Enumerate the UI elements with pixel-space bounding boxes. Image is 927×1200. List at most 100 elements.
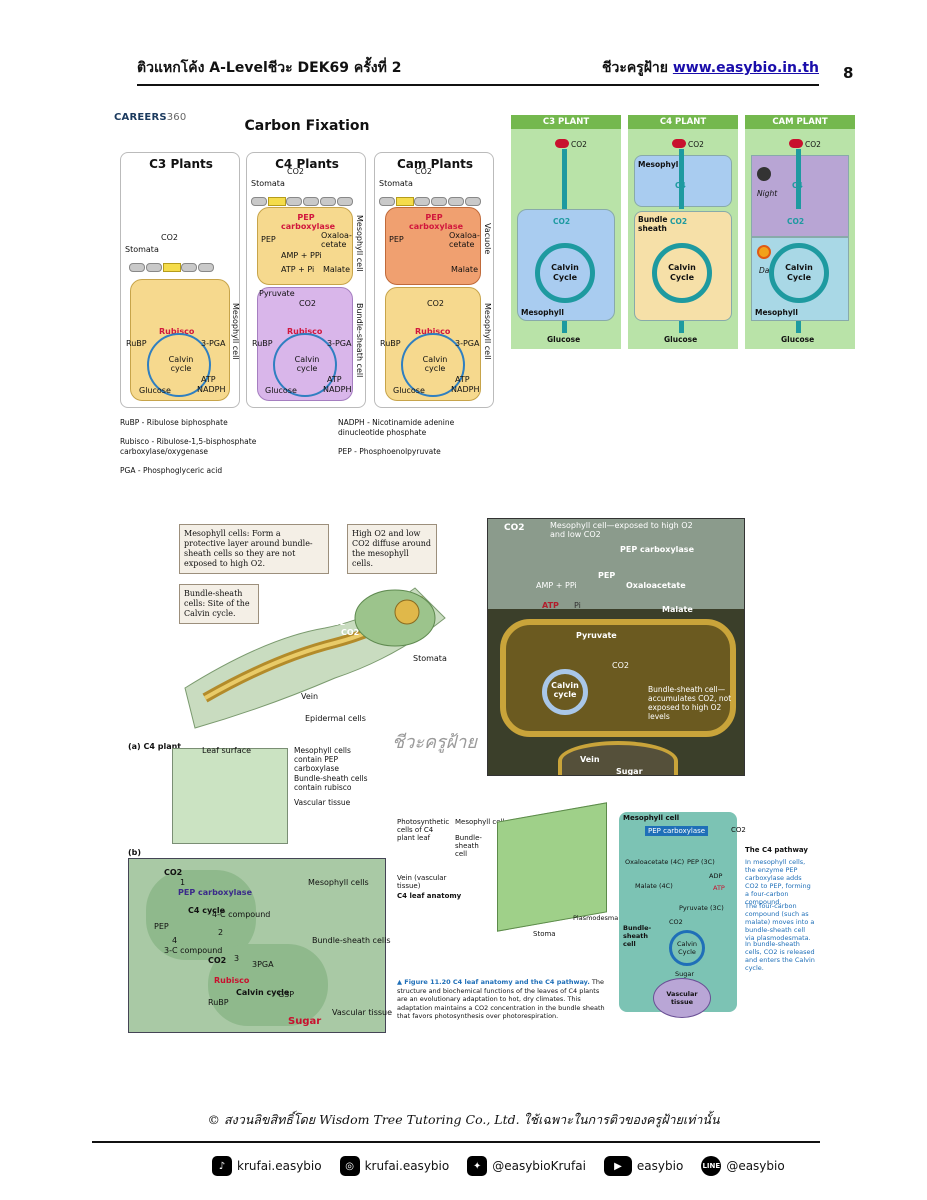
cam-title: Cam Plants (396, 157, 473, 171)
mesophyll-cell (257, 207, 353, 285)
g3p-label: G3P (278, 990, 295, 999)
c4-plant-leaf-section: (a) C4 plant Leaf surface Mesophyll cell… (128, 742, 388, 857)
malate-label: Malate (662, 605, 693, 614)
bundle-sheath-note: Bundle-sheath cells contain rubisco (294, 774, 368, 792)
vacuole-cell (385, 207, 481, 285)
website-link[interactable]: www.easybio.in.th (672, 60, 819, 76)
pga-label: 3-PGA (201, 339, 226, 348)
nadph-label: NADPH (451, 385, 480, 394)
co2-in-label: CO2 (553, 217, 571, 226)
twitter-link[interactable]: ✦@easybioKrufai (467, 1156, 586, 1176)
day-label: Day (759, 266, 774, 275)
pathway-title: The C4 pathway (745, 846, 808, 854)
tiktok-link[interactable]: ♪krufai.easybio (212, 1156, 322, 1176)
step-3-marker: 3 (234, 954, 240, 963)
co2-molecule-icon (555, 139, 569, 148)
diffusion-callout: High O2 and low CO2 diffuse around the m… (347, 524, 437, 574)
bundle-sheath-cell-shape (500, 619, 736, 737)
abbreviation-legend-left: RuBP - Ribulose biphosphate Rubisco - Ri… (120, 418, 257, 475)
leaf-block (172, 748, 288, 844)
calvin-cycle-ring (542, 669, 588, 715)
co2-label: CO2 (161, 233, 178, 242)
step-1-marker: 1 (180, 878, 186, 887)
mesophyll-region (488, 519, 744, 609)
tiktok-icon: ♪ (212, 1156, 232, 1176)
c3-header: C3 PLANT (511, 115, 621, 129)
panel-b-label: (b) (128, 848, 142, 857)
oxaloacetate-label: Oxaloacetate (626, 581, 686, 590)
cell-top-label: Vacuole (483, 223, 492, 255)
cam-panel: Cam Plants CO2 Stomata PEP carboxylase P… (374, 152, 494, 408)
mesophyll-note: Mesophyll cells contain PEP carboxylase (294, 746, 351, 773)
four-c-compound-label: 4-C compound (212, 910, 271, 919)
cell-side-label: Mesophyll cell (231, 303, 240, 360)
calvin-label: Calvin cycle (551, 681, 579, 699)
glucose-label: Glucose (781, 335, 815, 344)
pep-carboxylase-label: PEP carboxylase (645, 826, 709, 836)
c4-title: C4 Plants (275, 157, 339, 171)
pga-label: 3-PGA (455, 339, 480, 348)
stomata-strip (379, 191, 482, 206)
instagram-link[interactable]: ◎krufai.easybio (339, 1156, 449, 1176)
calvin-cycle-ring (273, 333, 337, 397)
c4-cycle-figure: (b) CO2 PEP carboxylase C4 cycle PEP 4-C… (128, 848, 392, 1033)
vein-label: Vein (vascular tissue) (397, 874, 447, 890)
glucose-arrow (679, 321, 684, 333)
youtube-link[interactable]: ▶easybio (603, 1156, 683, 1176)
anatomy-label: C4 leaf anatomy (397, 892, 462, 900)
leaf-cross-section-illustration (184, 587, 446, 729)
stomata-label: Stomata (125, 245, 159, 254)
bundle-sheath-label: Bundle-sheath cell (455, 834, 482, 858)
oxaloacetate-label: Oxaloa-cetate (321, 231, 352, 249)
c4-label: C4 (792, 181, 803, 190)
youtube-icon: ▶ (603, 1156, 632, 1176)
vein-label: Vein (580, 755, 600, 764)
bundle-sheath-note: Bundle-sheath cell—accumulates CO2, not … (648, 685, 732, 721)
rubisco-label: Rubisco (159, 327, 195, 336)
vascular-tissue-label: Vascular tissue (332, 1008, 393, 1017)
atp-label: ATP (455, 375, 470, 384)
pep-label: PEP (154, 922, 169, 931)
bundle-sheath-detail-figure: CO2 Mesophyll cell—exposed to high O2 an… (487, 518, 745, 776)
leaf-surface-label: Leaf surface (202, 746, 252, 755)
pyruvate-label: Pyruvate (259, 289, 295, 298)
mesophyll-cell-label: Mesophyll cell (623, 814, 680, 822)
pyruvate-label: Pyruvate (576, 631, 617, 640)
co2-molecule-icon (789, 139, 803, 148)
c4-label: C4 (675, 181, 686, 190)
step-4-marker: 4 (172, 936, 178, 945)
bundle-sheath-callout: Bundle-sheath cells: Site of the Calvin … (179, 584, 259, 624)
c4-column: C4 PLANT CO2 Mesophyll C4 Bundle sheath … (628, 115, 738, 349)
vein-shape (558, 741, 678, 775)
co2-label: CO2 (571, 140, 587, 149)
c3-column: C3 PLANT CO2 CO2 Calvin Cycle Mesophyll … (511, 115, 621, 349)
sun-icon (757, 245, 771, 259)
figure-caption: ▲ Figure 11.20 C4 leaf anatomy and the C… (397, 978, 605, 1020)
vascular-label: Vascular tissue (294, 798, 351, 807)
social-links: ♪krufai.easybio ◎krufai.easybio ✦@easybi… (212, 1154, 803, 1178)
calvin-label: Calvin cycle (168, 355, 194, 373)
atp-label: ATP (542, 601, 559, 610)
rubp-label: RuBP (380, 339, 401, 348)
stomata-strip (129, 257, 215, 272)
calvin-label: Calvin cycle (294, 355, 320, 373)
co2-label: CO2 (805, 140, 821, 149)
co2-in-label: CO2 (670, 217, 688, 226)
amp-label: AMP + PPi (281, 251, 322, 260)
carbon-fixation-figure: CAREERS360 Carbon Fixation C3 Plants CO2… (112, 108, 502, 480)
line-link[interactable]: LINE@easybio (701, 1156, 785, 1176)
vein-label: Vein (301, 692, 319, 701)
stomata-label: Stomata (413, 654, 447, 663)
stomata-strip (251, 191, 354, 206)
co2-arrow (679, 149, 684, 209)
glucose-label: Glucose (139, 386, 171, 395)
co2-label: CO2 (341, 628, 360, 637)
co2-label: CO2 (415, 167, 432, 176)
co2-label: CO2 (504, 523, 525, 533)
co2-in-label: CO2 (787, 217, 805, 226)
bundle-sheath-cell-shape (208, 944, 328, 1026)
nadph-label: NADPH (197, 385, 226, 394)
co2-label: CO2 (731, 826, 746, 834)
pep-label: PEP (261, 235, 276, 244)
c4-pathway-figure: Photosynthetic cells of C4 plant leaf Me… (397, 802, 817, 1036)
